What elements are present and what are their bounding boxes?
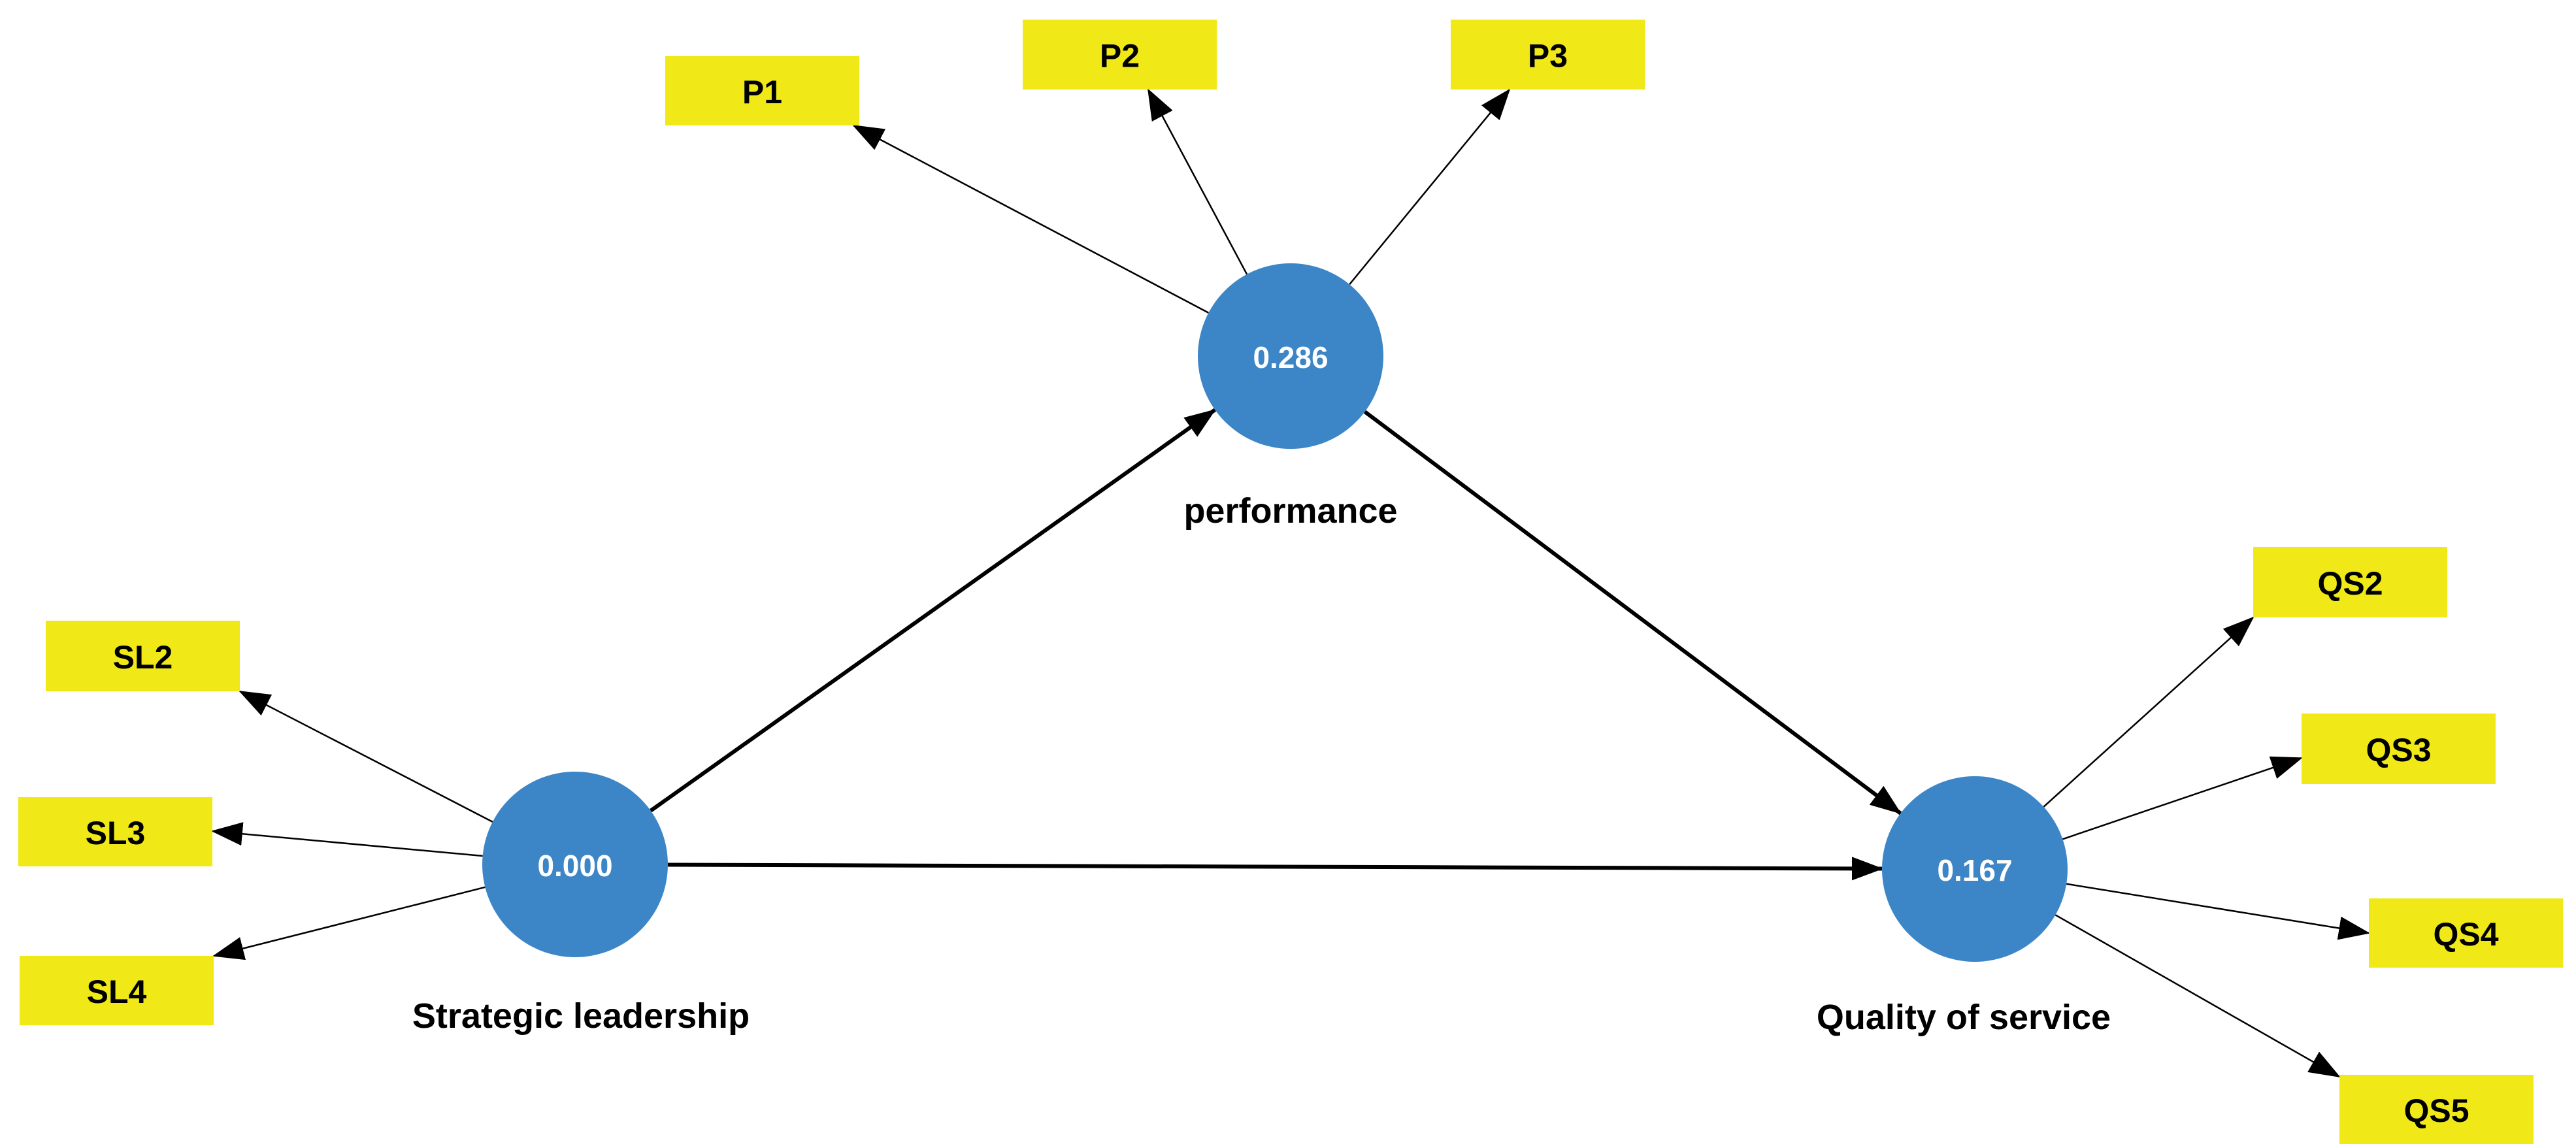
latent-performance-r-squared-value: 0.286: [1253, 340, 1328, 374]
indicator-sl3-label: SL3: [86, 815, 146, 851]
indicator-qs5-label: QS5: [2403, 1092, 2469, 1129]
indicator-sl2-label: SL2: [113, 639, 173, 676]
indicator-qs4-label: QS4: [2433, 916, 2498, 953]
latent-quality-of-service-r-squared-value: 0.167: [1937, 853, 2012, 887]
latent-strategic-leadership-circle: [482, 772, 668, 957]
indicator-qs3-box: [2302, 713, 2496, 784]
measurement-arrow-quality-of-service-qs5: [2055, 914, 2341, 1078]
indicator-p2-label: P2: [1100, 38, 1140, 74]
latent-quality-of-service-circle: [1882, 776, 2068, 962]
indicator-qs3-label: QS3: [2366, 732, 2431, 768]
indicator-p3-box: [1451, 20, 1645, 90]
measurement-arrow-quality-of-service-qs2: [2043, 616, 2254, 808]
measurement-arrow-strategic-leadership-sl4: [212, 886, 486, 960]
latent-performance-label: performance: [1183, 491, 1397, 531]
measurement-arrow-performance-p2: [1147, 88, 1248, 275]
structural-path-arrow-strategic-leadership-performance: [650, 408, 1216, 813]
measurement-arrow-performance-p1: [852, 124, 1209, 314]
indicator-qs4-box: [2369, 898, 2563, 968]
indicator-p2-box: [1023, 20, 1217, 90]
indicator-p1-box: [665, 56, 859, 125]
measurement-arrow-strategic-leadership-sl2: [239, 690, 493, 823]
indicator-sl4-box: [20, 956, 214, 1025]
indicator-qs5-box: [2339, 1075, 2534, 1144]
latent-strategic-leadership-label: Strategic leadership: [412, 996, 750, 1036]
indicator-sl3-box: [18, 797, 212, 866]
indicator-sl4-label: SL4: [87, 974, 147, 1010]
structural-path-arrow-strategic-leadership-quality-of-service: [667, 857, 1884, 881]
indicator-qs2-label: QS2: [2317, 565, 2383, 602]
latent-strategic-leadership-r-squared-value: 0.000: [537, 849, 612, 883]
structural-path-arrow-performance-quality-of-service: [1363, 410, 1902, 815]
indicator-p3-label: P3: [1528, 38, 1568, 74]
latent-performance-circle: [1198, 263, 1383, 449]
measurement-arrow-performance-p3: [1349, 88, 1511, 286]
indicator-p1-label: P1: [742, 74, 782, 110]
measurement-arrow-quality-of-service-qs4: [2066, 883, 2370, 940]
latent-quality-of-service-label: Quality of service: [1817, 998, 2111, 1037]
measurement-arrow-quality-of-service-qs3: [2062, 756, 2303, 840]
measurement-arrow-strategic-leadership-sl3: [211, 822, 483, 857]
indicator-sl2-box: [46, 621, 240, 691]
indicator-qs2-box: [2253, 547, 2447, 617]
